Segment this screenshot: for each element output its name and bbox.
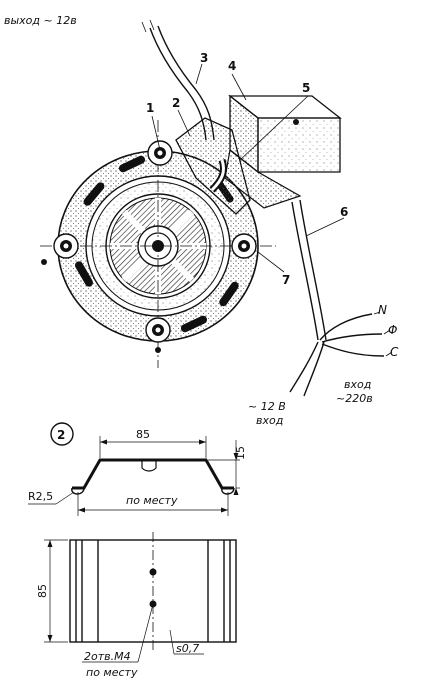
input-cable [289, 199, 385, 397]
mount-hole-upper [149, 568, 157, 576]
wire-c-label: C [390, 345, 399, 359]
callout-6: 6 [340, 205, 348, 219]
bracket-detail: 2 85 15 R2,5 по месту [28, 422, 247, 679]
mounting-lug-left [53, 233, 79, 259]
motor-assembly [40, 120, 276, 368]
detail-number: 2 [57, 428, 65, 442]
output-12v-label: выход ~ 12в [4, 14, 77, 27]
thickness-note: s0,7 [176, 642, 199, 655]
bracket-profile [72, 458, 234, 490]
callout-7: 7 [282, 273, 290, 287]
fit-in-place-note: по месту [126, 494, 178, 507]
callout-1: 1 [146, 101, 154, 115]
wire-n-label: N [378, 303, 387, 317]
radius-dimension: R2,5 [28, 490, 53, 503]
height-dimension: 15 [234, 446, 247, 460]
input-12v-label-2: вход [256, 414, 283, 427]
input-220v-label-2: ~220в [336, 392, 373, 405]
mounting-lug-top [147, 140, 173, 166]
input-12v-label-1: ~ 12 В [248, 400, 286, 413]
holes-note-2: по месту [86, 666, 138, 679]
output-cable [141, 19, 215, 141]
callout-4: 4 [228, 59, 236, 73]
holes-note-1: 2отв.М4 [84, 650, 131, 663]
transformer-box [224, 94, 342, 209]
width-dimension: 85 [136, 428, 150, 441]
wire-phi-label: Φ [388, 323, 397, 337]
callout-2: 2 [172, 96, 180, 110]
leader-lines [151, 63, 393, 357]
callout-5: 5 [302, 81, 310, 95]
mounting-lug-right [231, 233, 257, 259]
detail-number-circle [50, 422, 74, 446]
input-220v-label-1: вход [344, 378, 371, 391]
callout-3: 3 [200, 51, 208, 65]
mounting-lug-bottom [145, 317, 171, 343]
side-dimension: 85 [36, 584, 49, 598]
